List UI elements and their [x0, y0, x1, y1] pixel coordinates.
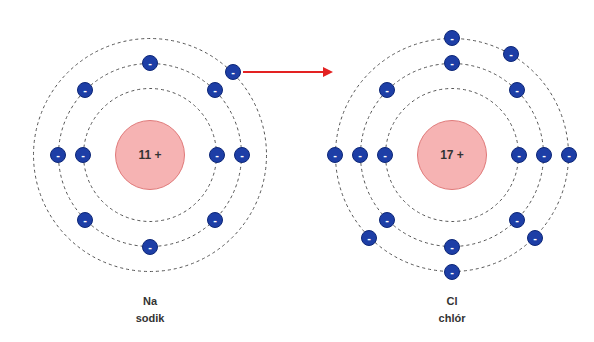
- arrow-line: [243, 71, 323, 73]
- atom-model: Clchlór17 +-----------------: [335, 38, 569, 272]
- electron-sign: -: [367, 233, 371, 244]
- electron-sign: -: [213, 85, 217, 96]
- electron-dot: -: [509, 212, 525, 228]
- atom-model: Nasodik11 +-----------: [33, 38, 267, 272]
- electron-dot: -: [511, 147, 527, 163]
- electron-sign: -: [450, 33, 454, 44]
- nuclear-charge: 11 +: [138, 148, 161, 162]
- electron-sign: -: [515, 85, 519, 96]
- electron-dot: -: [379, 212, 395, 228]
- nuclear-charge: 17 +: [440, 148, 464, 162]
- electron-sign: -: [533, 233, 537, 244]
- electron-dot: -: [327, 147, 343, 163]
- electron-sign: -: [213, 215, 217, 226]
- electron-dot: -: [503, 46, 519, 62]
- electron-sign: -: [515, 215, 519, 226]
- electron-sign: -: [542, 150, 546, 161]
- electron-dot: -: [142, 55, 158, 71]
- electron-dot: -: [75, 147, 91, 163]
- electron-dot: -: [142, 239, 158, 255]
- electron-sign: -: [383, 150, 387, 161]
- electron-dot: -: [444, 30, 460, 46]
- element-symbol: Na: [33, 295, 267, 307]
- electron-sign: -: [385, 85, 389, 96]
- electron-dot: -: [509, 82, 525, 98]
- nucleus-circle: 17 +: [417, 120, 487, 190]
- electron-sign: -: [385, 215, 389, 226]
- electron-sign: -: [450, 267, 454, 278]
- electron-dot: -: [225, 64, 241, 80]
- electron-dot: -: [377, 147, 393, 163]
- electron-dot: -: [50, 147, 66, 163]
- electron-dot: -: [379, 82, 395, 98]
- electron-sign: -: [231, 67, 235, 78]
- electron-sign: -: [450, 242, 454, 253]
- electron-dot: -: [77, 82, 93, 98]
- electron-dot: -: [207, 82, 223, 98]
- electron-dot: -: [361, 230, 377, 246]
- electron-sign: -: [567, 150, 571, 161]
- electron-sign: -: [148, 242, 152, 253]
- element-name: chlór: [335, 312, 569, 324]
- electron-sign: -: [358, 150, 362, 161]
- electron-sign: -: [56, 150, 60, 161]
- electron-dot: -: [527, 230, 543, 246]
- electron-sign: -: [450, 58, 454, 69]
- shell-orbit: [361, 64, 544, 247]
- nucleus-circle: 11 +: [115, 120, 185, 190]
- shell-orbit: [59, 64, 242, 247]
- electron-sign: -: [83, 85, 87, 96]
- electron-sign: -: [148, 58, 152, 69]
- electron-dot: -: [77, 212, 93, 228]
- shell-orbit: [84, 89, 217, 222]
- electron-dot: -: [352, 147, 368, 163]
- element-symbol: Cl: [335, 295, 569, 307]
- transfer-arrow: [243, 67, 333, 77]
- electron-dot: -: [561, 147, 577, 163]
- electron-sign: -: [509, 49, 513, 60]
- electron-dot: -: [207, 212, 223, 228]
- electron-sign: -: [333, 150, 337, 161]
- electron-sign: -: [517, 150, 521, 161]
- arrow-head: [323, 67, 333, 77]
- electron-sign: -: [240, 150, 244, 161]
- electron-dot: -: [536, 147, 552, 163]
- electron-dot: -: [234, 147, 250, 163]
- electron-sign: -: [81, 150, 85, 161]
- shell-orbit: [34, 39, 267, 272]
- electron-dot: -: [209, 147, 225, 163]
- electron-dot: -: [444, 264, 460, 280]
- electron-dot: -: [444, 55, 460, 71]
- element-name: sodik: [33, 312, 267, 324]
- electron-dot: -: [444, 239, 460, 255]
- electron-sign: -: [215, 150, 219, 161]
- electron-sign: -: [83, 215, 87, 226]
- shell-orbit: [386, 89, 519, 222]
- shell-orbit: [336, 39, 569, 272]
